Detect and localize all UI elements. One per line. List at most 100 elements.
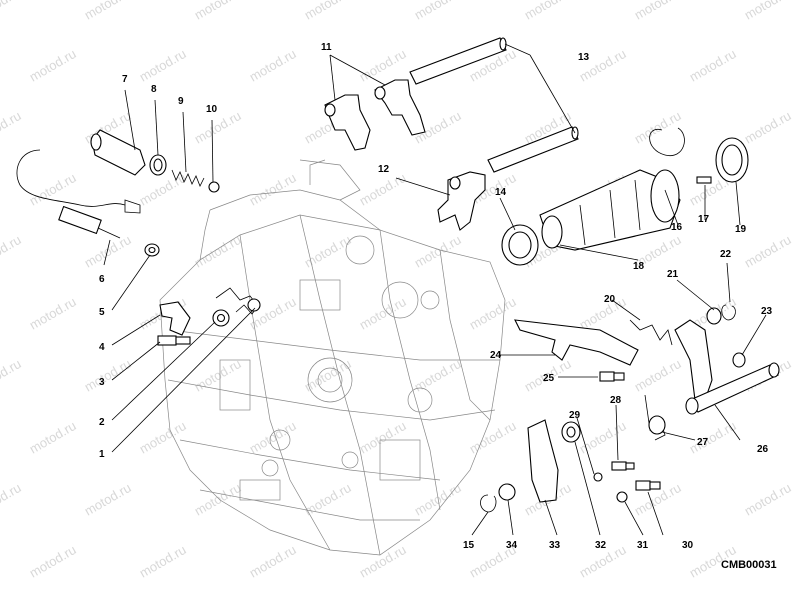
- watermark-text: motod.ru: [302, 480, 354, 519]
- part-17-pin: [696, 176, 712, 184]
- part-34-washer: [498, 483, 516, 501]
- part-14-bearing-inner: [508, 231, 532, 259]
- callout-labels: 1234567891011121314151617181920212223242…: [99, 42, 773, 551]
- watermark-text: motod.ru: [412, 0, 464, 23]
- watermark-text: motod.ru: [0, 0, 24, 23]
- watermark-text: motod.ru: [0, 232, 24, 271]
- part-24-shift-pawl: [514, 319, 639, 366]
- part-27-spring-coil: [648, 415, 666, 435]
- part-15-circlip: [480, 494, 497, 513]
- watermark-text: motod.ru: [632, 108, 684, 147]
- watermark-text: motod.ru: [137, 46, 189, 85]
- watermark-text: motod.ru: [412, 480, 464, 519]
- callout-label-20: 20: [604, 294, 616, 305]
- callout-label-3: 3: [99, 377, 105, 388]
- watermark-text: motod.ru: [467, 418, 519, 457]
- watermark-text: motod.ru: [0, 356, 24, 395]
- part-10-ball: [208, 181, 220, 193]
- callout-label-10: 10: [206, 104, 218, 115]
- part-22-circlip: [721, 304, 736, 321]
- watermark-text: motod.ru: [137, 418, 189, 457]
- callout-label-1: 1: [99, 449, 105, 460]
- callout-label-7: 7: [122, 74, 128, 85]
- part-4-stopper-lever: [159, 301, 191, 336]
- part-26-shift-shaft: [674, 319, 780, 415]
- callout-label-2: 2: [99, 417, 105, 428]
- callout-label-22: 22: [720, 249, 732, 260]
- callout-label-6: 6: [99, 274, 105, 285]
- callout-label-26: 26: [757, 444, 769, 455]
- callout-label-24: 24: [490, 350, 502, 361]
- watermark-text: motod.ru: [357, 418, 409, 457]
- watermark-text: motod.ru: [27, 542, 79, 581]
- callout-label-32: 32: [595, 540, 607, 551]
- callout-label-16: 16: [671, 222, 683, 233]
- leader-lines: [103, 43, 767, 536]
- part-5-washer-hole: [148, 246, 156, 254]
- watermark-text: motod.ru: [632, 356, 684, 395]
- part-21-washer: [706, 307, 722, 325]
- callout-label-11: 11: [321, 42, 332, 53]
- callout-label-29: 29: [569, 410, 581, 421]
- part-31-washer: [616, 491, 628, 503]
- watermark-text: motod.ru: [192, 480, 244, 519]
- watermark-text: motod.ru: [742, 0, 794, 23]
- part-8-oring-hole: [153, 158, 163, 172]
- watermark-text: motod.ru: [247, 46, 299, 85]
- callout-label-33: 33: [549, 540, 561, 551]
- watermark-text: motod.ru: [82, 0, 134, 23]
- watermark-text: motod.ru: [742, 108, 794, 147]
- callout-label-31: 31: [637, 540, 649, 551]
- part-12-shift-fork: [437, 171, 486, 231]
- part-2-washer-hole: [216, 313, 226, 323]
- part-3-bolt: [157, 335, 191, 346]
- watermark-text: motod.ru: [247, 418, 299, 457]
- callout-label-25: 25: [543, 373, 555, 384]
- watermark-text: motod.ru: [27, 46, 79, 85]
- callout-label-13: 13: [578, 52, 590, 63]
- part-16-circlip: [649, 127, 685, 156]
- part-32-bushing-hole: [566, 426, 576, 438]
- watermark-text: motod.ru: [27, 294, 79, 333]
- watermark-text: motod.ru: [687, 418, 739, 457]
- part-13-fork-shafts: [409, 37, 579, 173]
- watermark-text: motod.ru: [192, 0, 244, 23]
- watermark-text: motod.ru: [467, 294, 519, 333]
- callout-label-27: 27: [697, 437, 709, 448]
- watermark-text: motod.ru: [687, 46, 739, 85]
- part-20-spring: [629, 319, 673, 346]
- watermark-text: motod.ru: [632, 0, 684, 23]
- watermark-text: motod.ru: [357, 542, 409, 581]
- watermark-text: motod.ru: [247, 170, 299, 209]
- watermark-text: motod.ru: [412, 356, 464, 395]
- callout-label-12: 12: [378, 164, 390, 175]
- part-19-bearing-inner: [721, 144, 743, 176]
- callout-label-28: 28: [610, 395, 622, 406]
- callout-label-18: 18: [633, 261, 645, 272]
- watermark-text: motod.ru: [192, 108, 244, 147]
- watermark-text: motod.ru: [82, 356, 134, 395]
- watermark-text: motod.ru: [247, 542, 299, 581]
- watermark-text: motod.ru: [522, 0, 574, 23]
- part-1-spring-coil: [247, 298, 261, 312]
- watermark-text: motod.ru: [137, 170, 189, 209]
- watermark-text: motod.ru: [137, 542, 189, 581]
- part-11-shift-forks: [324, 79, 426, 151]
- part-9-spring: [171, 169, 205, 187]
- callout-label-8: 8: [151, 84, 157, 95]
- watermark-text: motod.ru: [82, 232, 134, 271]
- diagram-code: CMB00031: [721, 559, 777, 571]
- callout-label-9: 9: [178, 96, 184, 107]
- part-25-bolt: [599, 371, 625, 382]
- part-6-neutral-sensor: [16, 149, 141, 239]
- callout-label-15: 15: [463, 540, 475, 551]
- watermark-text: motod.ru: [357, 170, 409, 209]
- watermark-text: motod.ru: [577, 294, 629, 333]
- watermark-text: motod.ru: [357, 294, 409, 333]
- callout-label-17: 17: [698, 214, 710, 225]
- watermark-text: motod.ru: [27, 418, 79, 457]
- watermark-text: motod.ru: [742, 480, 794, 519]
- part-30-bolt: [635, 480, 661, 491]
